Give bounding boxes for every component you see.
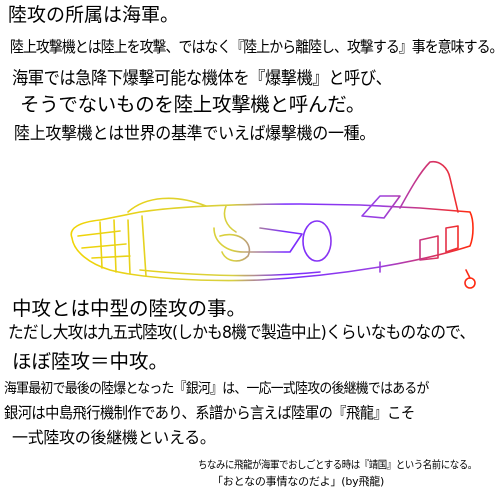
footnote-line: ちなみに飛龍が海軍でおしごとする時は『靖国』という名前になる。 — [198, 459, 477, 471]
fuselage-outline — [70, 203, 474, 282]
text-line: ただし大攻は九五式陸攻(しかも8機で製造中止)くらいなものなので、 — [8, 323, 475, 343]
aircraft-illustration — [70, 160, 476, 289]
text-line: 陸上攻撃機とは世界の基準でいえば爆撃機の一種。 — [14, 124, 376, 144]
canopy — [127, 197, 207, 213]
text-line: 銀河は中島飛行機制作であり、系譜から言えば陸軍の『飛龍』こそ — [4, 404, 415, 422]
text-line: ほぼ陸攻＝中攻。 — [12, 350, 169, 373]
text-line: 一式陸攻の後継機といえる。 — [12, 428, 216, 447]
text-line: 海軍最初で最後の陸爆となった『銀河』は、一応一式陸攻の後継機ではあるが — [4, 381, 429, 397]
engine — [219, 233, 251, 262]
text-line: 陸上攻撃機とは陸上を攻撃、ではなく『陸上から離陸し、攻撃する』事を意味する。 — [10, 38, 500, 56]
heading-line: 中攻とは中型の陸攻の事。 — [12, 297, 247, 320]
text-line: そうでないものを陸上攻撃機と呼んだ。 — [20, 93, 366, 116]
wing — [213, 227, 303, 253]
tail-fin — [399, 160, 459, 213]
tail-plane — [361, 195, 401, 219]
tail-wheel — [464, 277, 476, 289]
footnote-line: 「おとなの事情なのだよ」(by飛龍) — [212, 475, 385, 488]
roundel — [302, 220, 332, 262]
heading-line: 陸攻の所属は海軍。 — [8, 4, 180, 26]
text-line: 海軍では急降下爆撃可能な機体を『爆撃機』と呼び、 — [12, 69, 392, 89]
